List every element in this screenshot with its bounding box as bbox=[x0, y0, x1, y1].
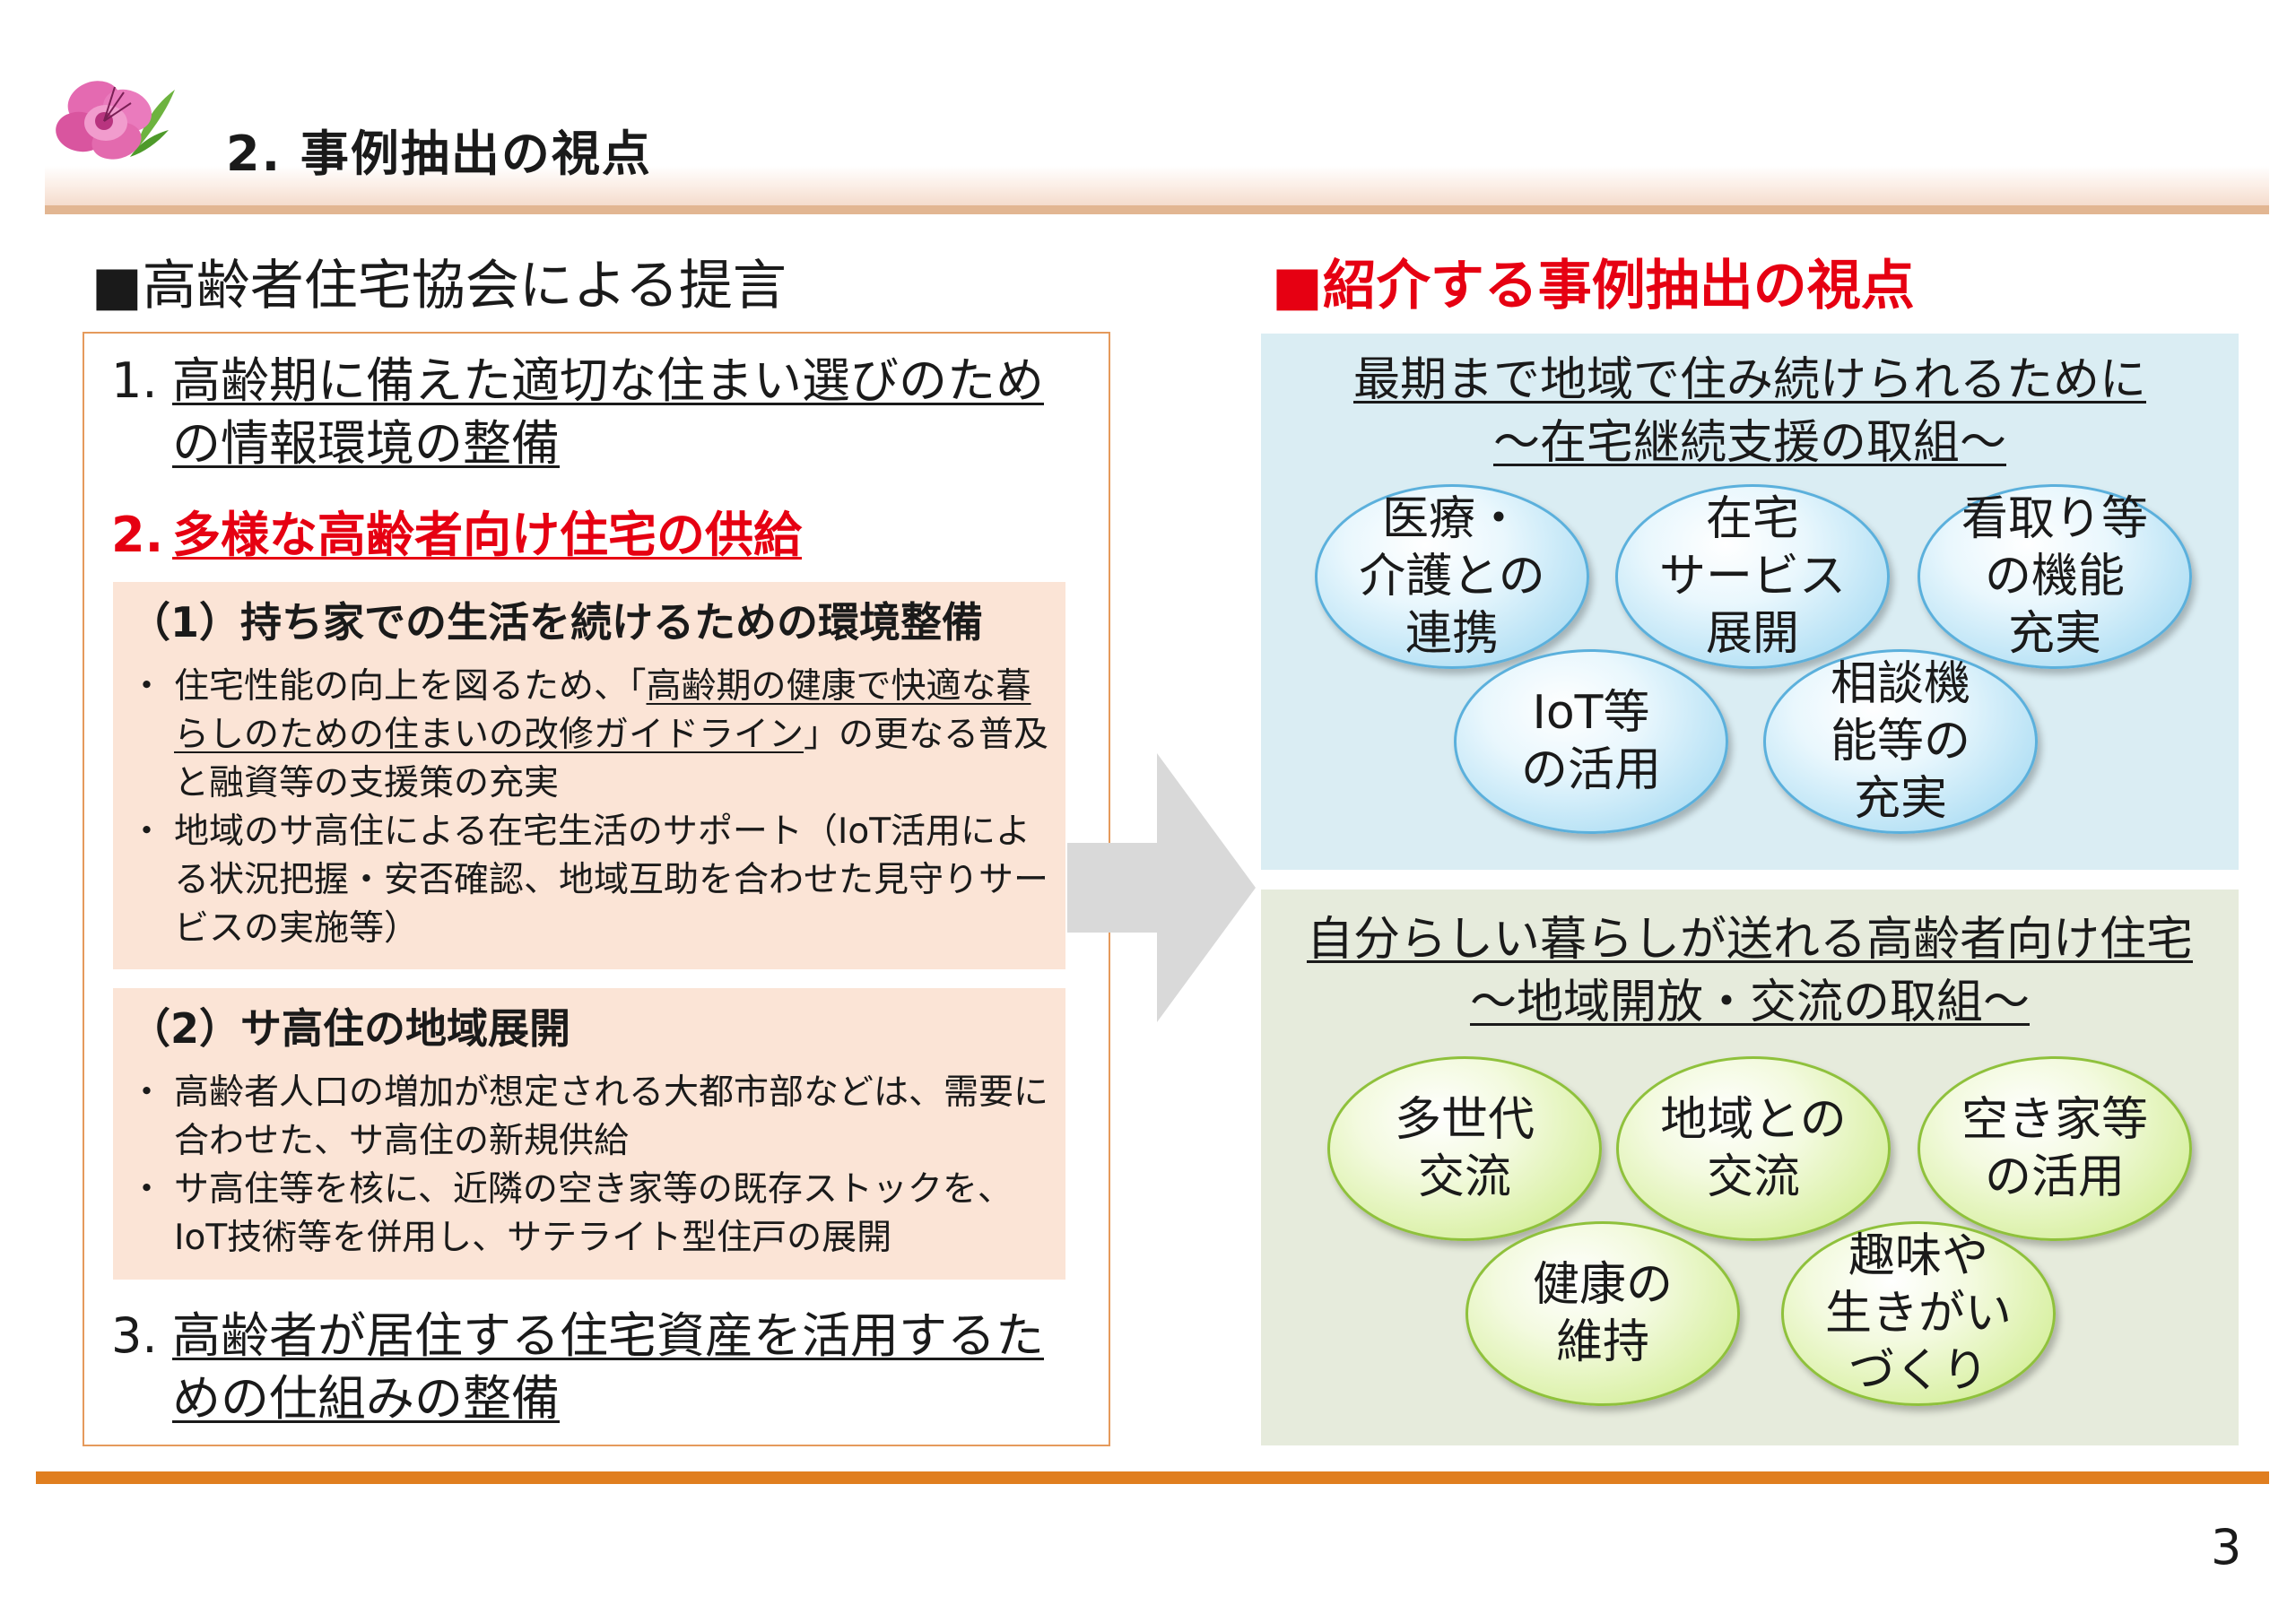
bullet-list: 住宅性能の向上を図るため、「高齢期の健康で快適な暮らしのための住まいの改修ガイド… bbox=[129, 663, 1053, 953]
left-section-heading: ■高齢者住宅協会による提言 bbox=[91, 255, 787, 317]
bullet-item: サ高住等を核に、近隣の空き家等の既存ストックを、IoT技術等を併用し、サテライト… bbox=[129, 1166, 1053, 1263]
proposal-item-1: 1.高齢期に備えた適切な住まい選びのための情報環境の整備 bbox=[111, 350, 1098, 475]
item-text: 高齢期に備えた適切な住まい選びのための情報環境の整備 bbox=[172, 352, 1044, 472]
bubble-medical-care: 医療・ 介護との 連携 bbox=[1315, 484, 1589, 669]
sub-box-title: （1）持ち家での生活を続けるための環境整備 bbox=[129, 598, 984, 647]
item-number: 2. bbox=[111, 507, 164, 563]
home-continuation-panel: 最期まで地域で住み続けられるために ～在宅継続支援の取組～ 医療・ 介護との 連… bbox=[1261, 334, 2239, 870]
sub-box-regional-expansion: （2）サ高住の地域展開 高齢者人口の増加が想定される大都市部などは、需要に合わせ… bbox=[113, 988, 1065, 1280]
item-number: 3. bbox=[111, 1307, 158, 1364]
bubble-health: 健康の 維持 bbox=[1465, 1221, 1740, 1406]
right-arrow-icon bbox=[1058, 753, 1256, 1026]
bubble-end-of-life: 看取り等 の機能 充実 bbox=[1918, 484, 2192, 669]
proposal-box: 1.高齢期に備えた適切な住まい選びのための情報環境の整備 2.多様な高齢者向け住… bbox=[83, 332, 1110, 1446]
sub-box-title: （2）サ高住の地域展開 bbox=[129, 1004, 571, 1053]
header-band bbox=[45, 166, 2269, 211]
proposal-item-3: 3.高齢者が居住する住宅資産を活用するための仕組みの整備 bbox=[111, 1305, 1098, 1430]
bubble-iot: IoT等 の活用 bbox=[1454, 649, 1728, 834]
pink-azalea-flower-icon bbox=[45, 67, 179, 175]
bubble-multigenerational: 多世代 交流 bbox=[1327, 1056, 1602, 1241]
page-title: 2. 事例抽出の視点 bbox=[226, 126, 652, 182]
item-number: 1. bbox=[111, 352, 158, 409]
bubble-community-exchange: 地域との 交流 bbox=[1616, 1056, 1891, 1241]
bullet-text: 」の更なる普及と融資等の支援策の充実 bbox=[174, 715, 1049, 803]
bullet-item: 住宅性能の向上を図るため、「高齢期の健康で快適な暮らしのための住まいの改修ガイド… bbox=[129, 663, 1053, 808]
bubble-hobbies: 趣味や 生きがい づくり bbox=[1781, 1221, 2056, 1406]
bubble-home-services: 在宅 サービス 展開 bbox=[1615, 484, 1890, 669]
panel-title-line2: ～地域開放・交流の取組～ bbox=[1469, 976, 2030, 1029]
page-number: 3 bbox=[2211, 1519, 2242, 1575]
bullet-item: 地域のサ高住による在宅生活のサポート（IoT活用による状況把握・安否確認、地域互… bbox=[129, 808, 1053, 953]
item-text: 多様な高齢者向け住宅の供給 bbox=[172, 507, 802, 563]
community-exchange-panel: 自分らしい暮らしが送れる高齢者向け住宅 ～地域開放・交流の取組～ 多世代 交流 … bbox=[1261, 890, 2239, 1445]
panel-title-line2: ～在宅継続支援の取組～ bbox=[1492, 416, 2006, 470]
right-section-heading: ■紹介する事例抽出の視点 bbox=[1272, 255, 1915, 317]
sub-box-home-environment: （1）持ち家での生活を続けるための環境整備 住宅性能の向上を図るため、「高齢期の… bbox=[113, 582, 1065, 969]
proposal-item-2: 2.多様な高齢者向け住宅の供給 bbox=[111, 504, 1098, 567]
bubble-vacant-houses: 空き家等 の活用 bbox=[1918, 1056, 2192, 1241]
bubble-consultation: 相談機 能等の 充実 bbox=[1763, 649, 2038, 834]
item-text: 高齢者が居住する住宅資産を活用するための仕組みの整備 bbox=[172, 1307, 1044, 1427]
header-rule bbox=[45, 205, 2269, 214]
panel-title-line1: 最期まで地域で住み続けられるために bbox=[1352, 353, 2146, 407]
guideline-reference: 高齢期の健康で快適な暮らしのための住まいの改修ガイドライン bbox=[174, 666, 1031, 755]
panel-title-line1: 自分らしい暮らしが送れる高齢者向け住宅 bbox=[1306, 913, 2193, 967]
bullet-text: 住宅性能の向上を図るため、「 bbox=[174, 666, 647, 707]
footer-rule bbox=[36, 1471, 2269, 1484]
bullet-list: 高齢者人口の増加が想定される大都市部などは、需要に合わせた、サ高住の新規供給 サ… bbox=[129, 1069, 1053, 1263]
bullet-item: 高齢者人口の増加が想定される大都市部などは、需要に合わせた、サ高住の新規供給 bbox=[129, 1069, 1053, 1166]
